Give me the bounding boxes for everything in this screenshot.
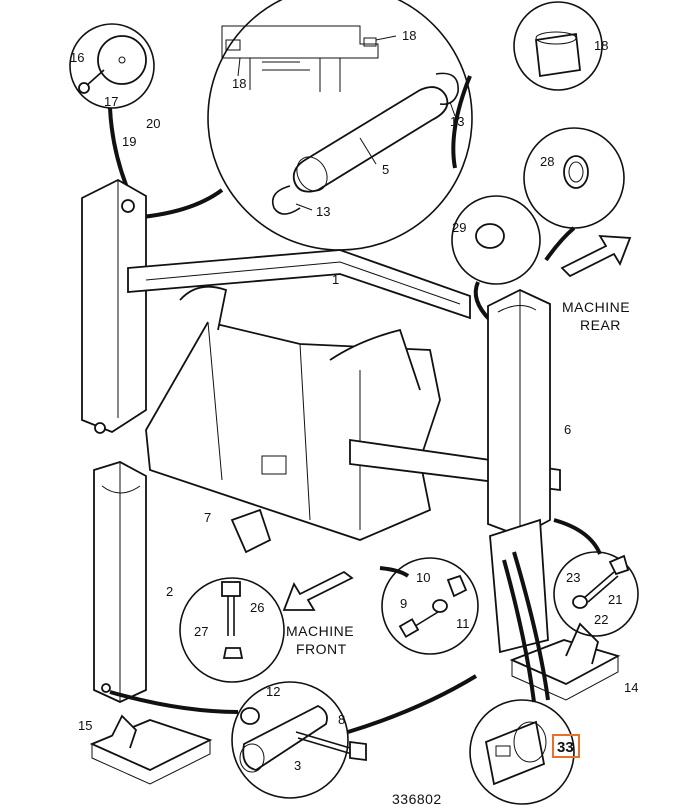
leader-detail-16 (108, 107, 130, 191)
arrow-machine-front (282, 570, 354, 611)
callout-33: 33 (557, 739, 574, 756)
callout-18-a: 18 (232, 76, 246, 91)
detail-circle-bolt-21 (553, 518, 639, 637)
callout-13-a: 13 (450, 114, 464, 129)
label-machine-front-line1: MACHINE (286, 623, 354, 639)
callout-28: 28 (540, 154, 554, 169)
arrow-machine-rear (560, 234, 632, 278)
callout-27: 27 (194, 624, 208, 639)
callout-12: 12 (266, 684, 280, 699)
callout-18-b: 18 (402, 28, 416, 43)
callout-33-highlight (552, 734, 580, 758)
detail-circle-bush (513, 1, 603, 91)
label-machine-rear-line2: REAR (580, 317, 621, 333)
callout-18-c: 18 (594, 38, 608, 53)
label-machine-front-line2: FRONT (296, 641, 347, 657)
detail-circle-bolt-9 (379, 557, 479, 655)
detail-circle-plug-33 (469, 551, 575, 805)
drawing-number: 336802 (392, 791, 442, 807)
callout-10: 10 (416, 570, 430, 585)
detail-circle-bolt-26 (179, 577, 285, 683)
label-machine-rear-line1: MACHINE (562, 299, 630, 315)
callout-17: 17 (104, 94, 118, 109)
callout-2: 2 (166, 584, 173, 599)
callout-3: 3 (294, 758, 301, 773)
callout-15: 15 (78, 718, 92, 733)
detail-circle-29 (451, 195, 541, 322)
callout-20: 20 (146, 116, 160, 131)
leader-detail-18 (451, 75, 472, 169)
callout-26: 26 (250, 600, 264, 615)
callout-7: 7 (204, 510, 211, 525)
detail-circle-cap (69, 23, 155, 109)
callout-22: 22 (594, 612, 608, 627)
callout-13-b: 13 (316, 204, 330, 219)
callout-16: 16 (70, 50, 84, 65)
callout-14: 14 (624, 680, 638, 695)
detail-circle-pivot-pin (207, 0, 473, 251)
callout-labels: 16 17 20 19 18 18 18 13 5 13 28 29 1 6 7… (70, 28, 638, 807)
callout-9: 9 (400, 596, 407, 611)
detail-circle-pin-3 (109, 674, 478, 799)
callout-6: 6 (564, 422, 571, 437)
callout-23: 23 (566, 570, 580, 585)
frame-assembly (81, 178, 621, 785)
callout-5: 5 (382, 162, 389, 177)
callout-21: 21 (608, 592, 622, 607)
callout-1: 1 (332, 272, 339, 287)
callout-8: 8 (338, 712, 345, 727)
callout-11: 11 (456, 616, 470, 631)
callout-19: 19 (122, 134, 136, 149)
callout-29: 29 (452, 220, 466, 235)
detail-circle-28 (523, 127, 625, 262)
